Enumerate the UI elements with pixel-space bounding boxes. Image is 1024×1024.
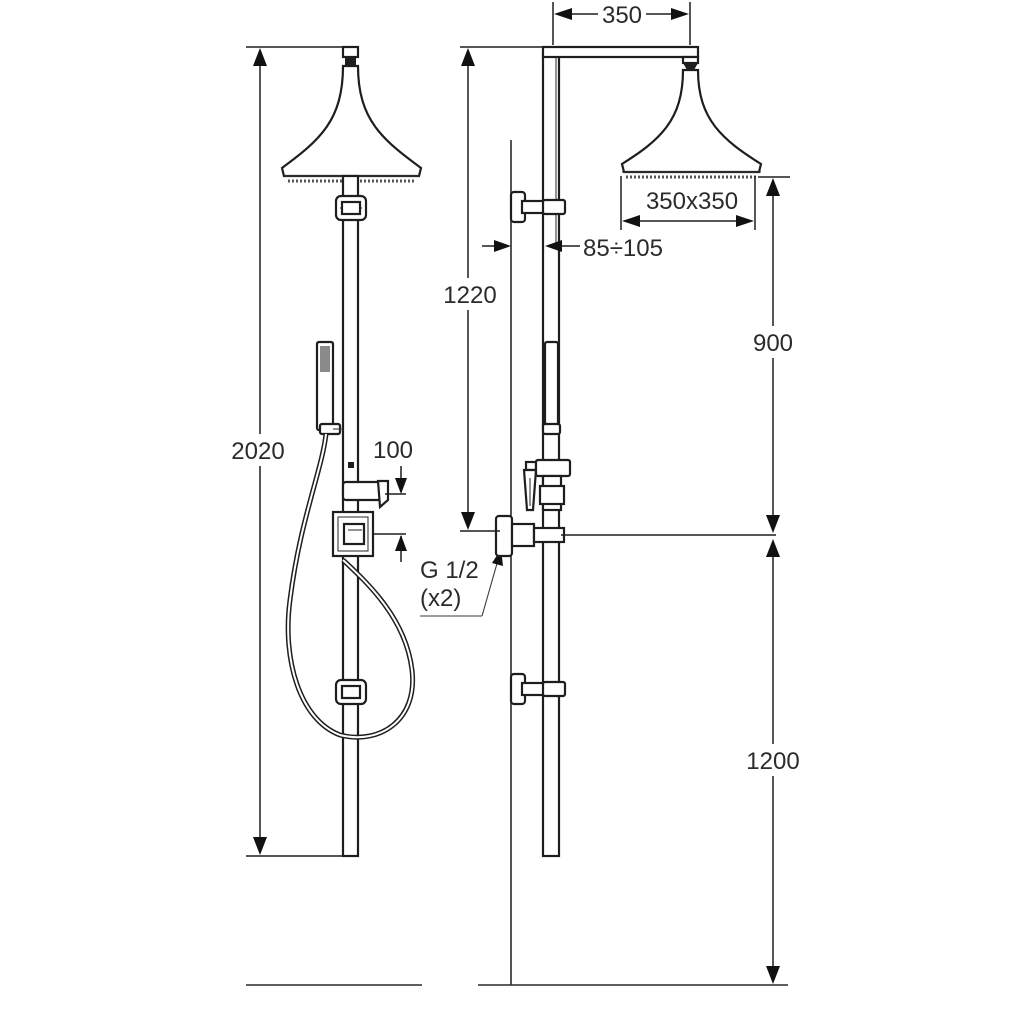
label-arm-length: 350 — [602, 2, 642, 29]
side-lower-bracket — [509, 672, 567, 706]
label-connection: G 1/2 — [420, 557, 479, 584]
side-shower-head — [620, 55, 763, 179]
front-lower-bracket — [334, 678, 368, 706]
front-upper-bracket — [334, 194, 368, 222]
label-head-size: 350x350 — [646, 188, 738, 215]
side-upper-bracket — [509, 190, 567, 224]
label-total-height: 2020 — [231, 438, 284, 465]
dimension-mixer-spacing: 100 — [372, 437, 413, 562]
front-hand-shower — [315, 340, 343, 436]
side-wall-connection — [494, 514, 776, 558]
side-mixer — [522, 458, 572, 512]
label-mixer-spacing: 100 — [373, 437, 413, 464]
label-connection-height: 1200 — [746, 748, 799, 775]
front-view: 2020 100 G 1/2 (x2) — [226, 45, 503, 986]
front-wall-plate — [331, 510, 375, 558]
dimension-connection-height: 1200 — [740, 539, 808, 984]
label-connection-count: (x2) — [420, 585, 461, 612]
side-shower-arm — [541, 45, 700, 59]
dimension-head-size: 350x350 — [620, 176, 756, 230]
side-view: 350 1220 85÷105 350x350 — [436, 2, 808, 986]
front-mixer — [341, 462, 390, 510]
dimension-head-to-connection: 1220 — [436, 46, 543, 532]
side-column-pipe — [541, 52, 561, 858]
label-head-to-connection: 1220 — [443, 282, 496, 309]
label-wall-distance: 85÷105 — [583, 235, 663, 262]
dimension-total-height: 2020 — [226, 46, 343, 857]
dimension-arm-length: 350 — [552, 2, 691, 45]
dimension-connection-to-head: 900 — [744, 176, 802, 533]
dimension-wall-distance: 85÷105 — [482, 235, 663, 262]
side-hand-shower — [541, 340, 562, 436]
label-connection-to-head: 900 — [753, 330, 793, 357]
callout-connection: G 1/2 (x2) — [420, 549, 503, 617]
